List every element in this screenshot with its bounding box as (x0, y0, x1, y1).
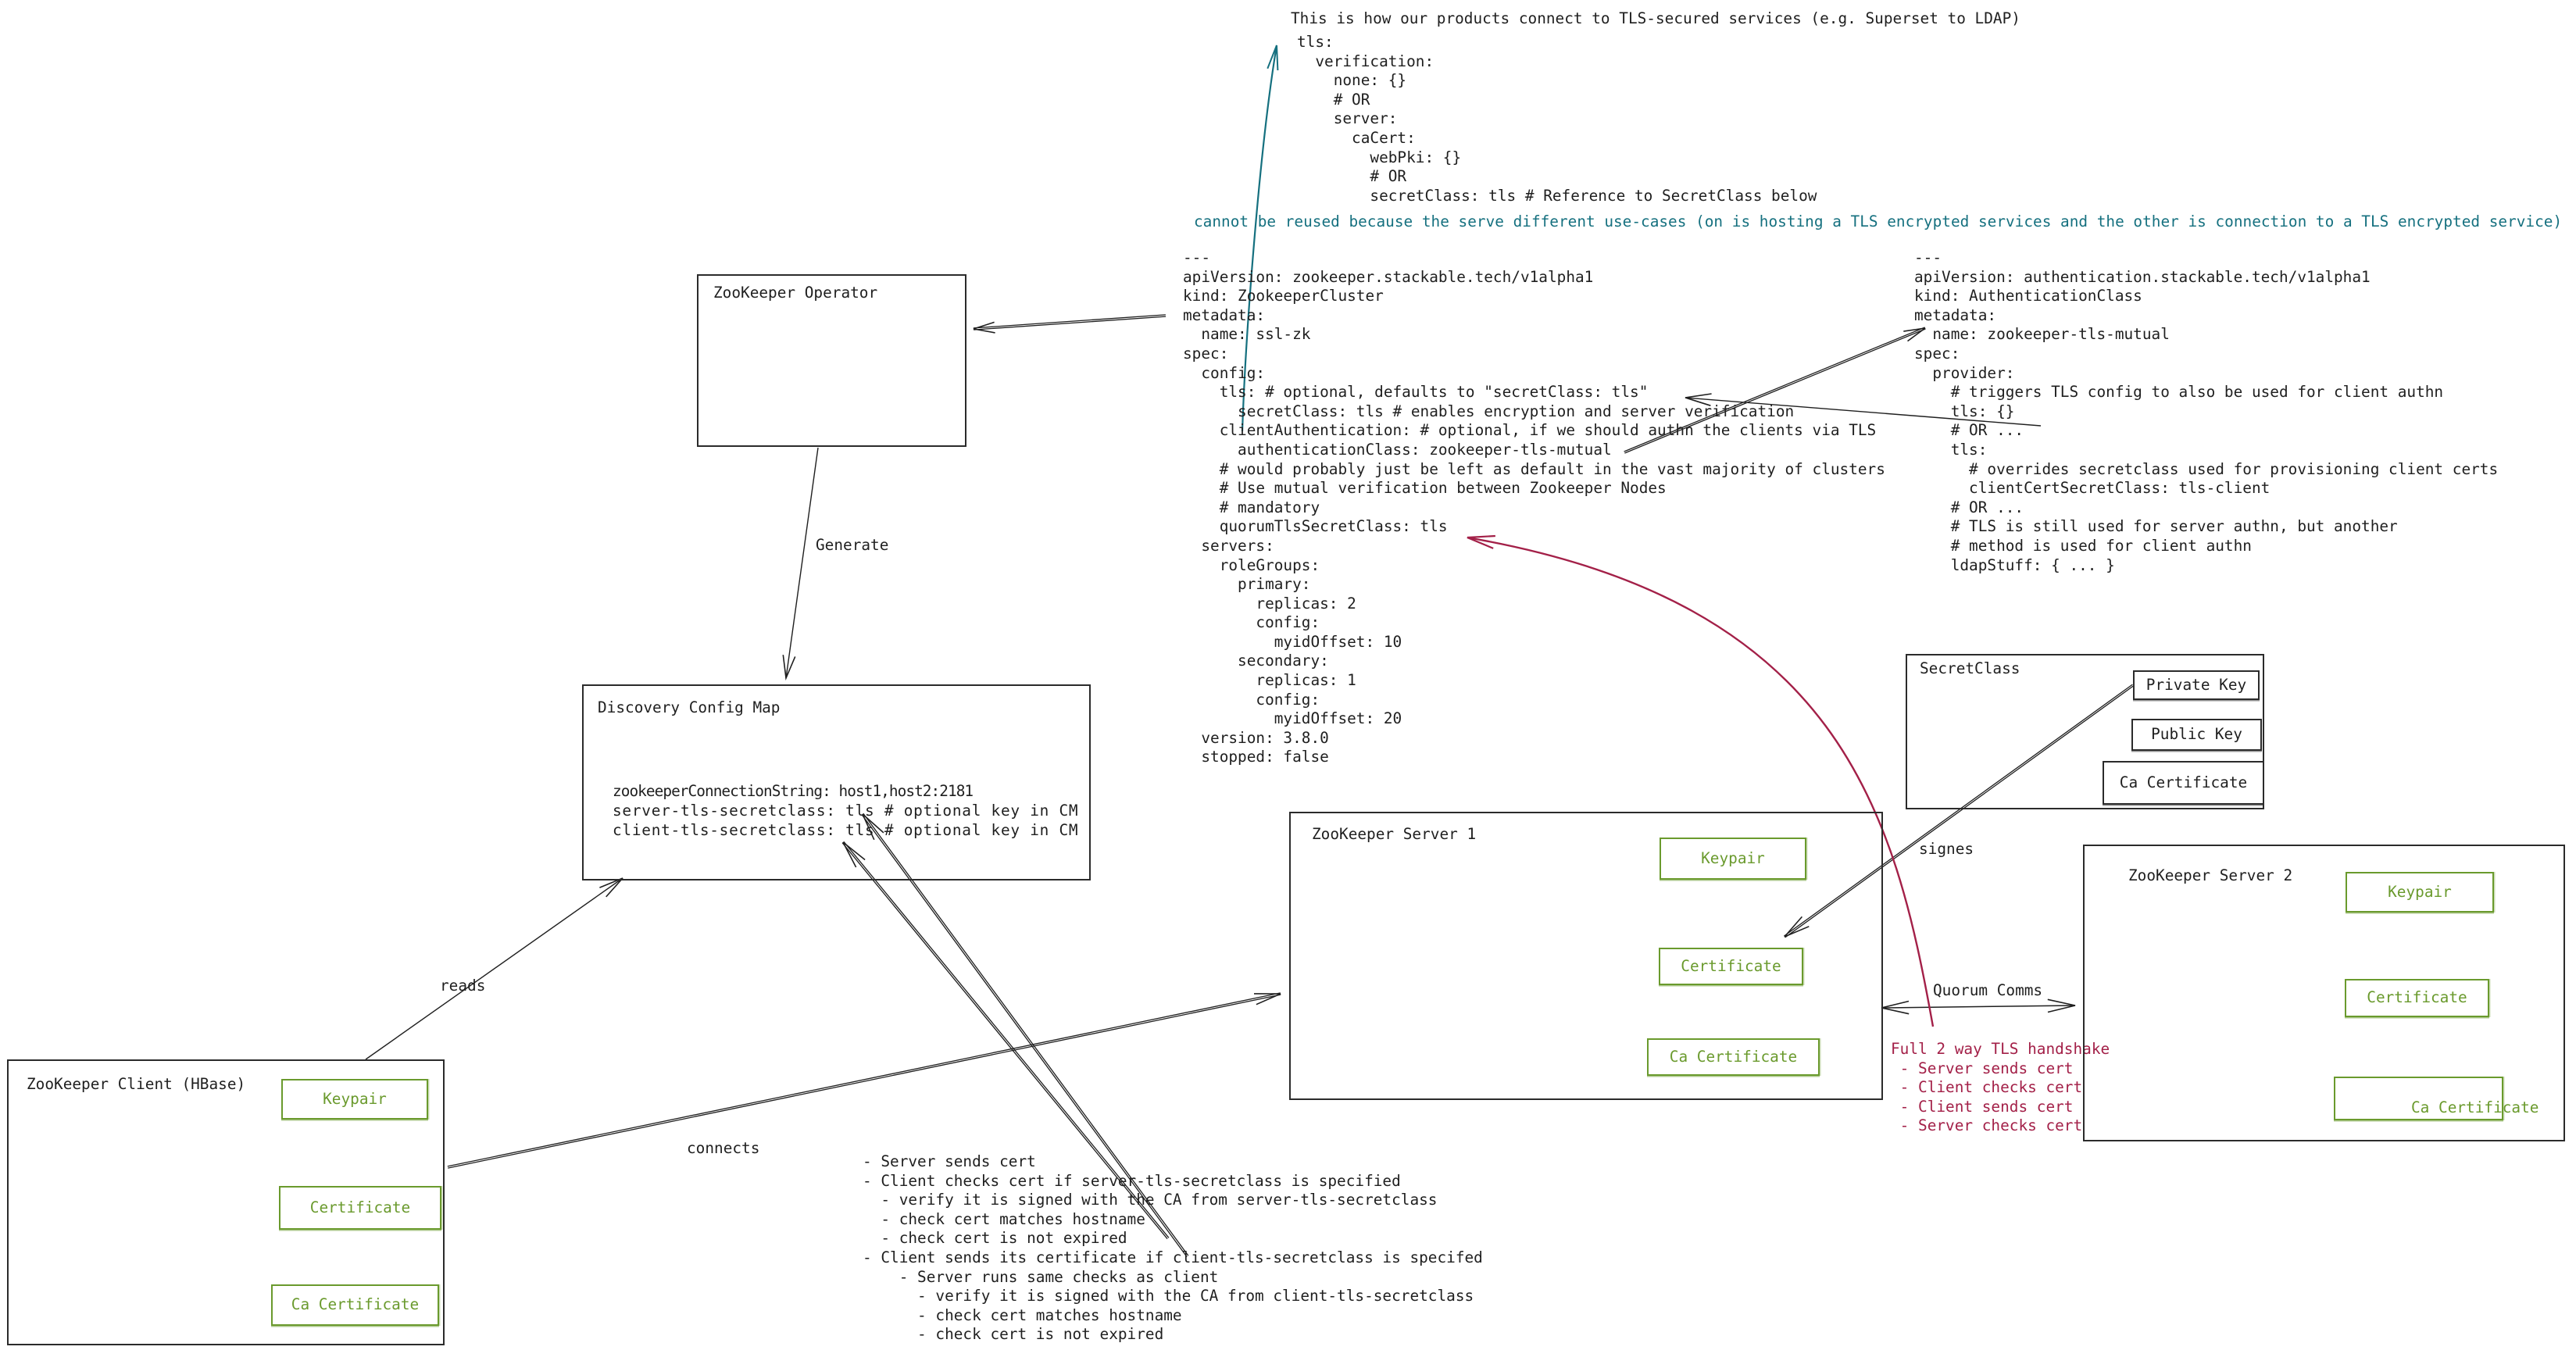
zk2-keypair-badge: Keypair (2346, 872, 2494, 913)
arrow-client-tls-secretclass (841, 841, 1170, 1240)
client-ca-certificate-badge: Ca Certificate (271, 1284, 439, 1326)
discovery-line-client-tls: client-tls-secretclass: tls # optional k… (613, 821, 1079, 839)
discovery-line-connection-string: zookeeperConnectionString: host1,host2:2… (613, 782, 974, 800)
client-certificate-badge: Certificate (279, 1186, 441, 1230)
arrow-server-tls-secretclass (861, 813, 1189, 1258)
zookeeper-server1-box: ZooKeeper Server 1 Keypair Certificate C… (1289, 812, 1883, 1100)
public-key-badge: Public Key (2131, 719, 2262, 751)
zookeeper-client-box: ZooKeeper Client (HBase) Keypair Certifi… (7, 1059, 445, 1345)
zookeeper-server2-title: ZooKeeper Server 2 (2128, 866, 2293, 884)
reuse-note: cannot be reused because the serve diffe… (1194, 213, 2563, 230)
zk1-ca-certificate-badge: Ca Certificate (1647, 1038, 1820, 1076)
arrow-quorum-comms (1881, 998, 2076, 1015)
quorum-comms-label: Quorum Comms (1933, 981, 2043, 999)
zk1-certificate-badge: Certificate (1659, 948, 1803, 985)
generate-label: Generate (816, 536, 889, 554)
zookeeper-server2-box: ZooKeeper Server 2 Keypair Certificate (2083, 845, 2565, 1141)
zookeeper-client-title: ZooKeeper Client (HBase) (27, 1075, 246, 1093)
reads-label: reads (440, 977, 486, 995)
private-key-badge: Private Key (2133, 670, 2260, 700)
authentication-class-yaml: --- apiVersion: authentication.stackable… (1914, 248, 2499, 574)
arrow-cluster-to-operator (973, 314, 1167, 334)
connects-label: connects (687, 1139, 760, 1157)
arrow-quorum-tls-secretclass (1467, 534, 1935, 1027)
zookeeper-operator-box: ZooKeeper Operator (697, 274, 966, 447)
arrow-tls-reuse-note (1241, 45, 1279, 432)
arrow-reads (365, 877, 623, 1060)
arrow-authclass-ref (1624, 327, 1926, 454)
zookeeper-operator-title: ZooKeeper Operator (713, 284, 878, 302)
zk2-ca-certificate-box (2334, 1077, 2503, 1120)
secret-class-title: SecretClass (1920, 659, 2020, 677)
arrow-tls-provider-ref (1685, 393, 2042, 427)
signes-label: signes (1919, 840, 1974, 858)
arrow-signes (1784, 684, 2134, 938)
zk1-keypair-badge: Keypair (1660, 838, 1806, 880)
ca-certificate-badge: Ca Certificate (2103, 761, 2264, 805)
secret-class-box: SecretClass Private Key Public Key Ca Ce… (1906, 654, 2264, 809)
arrow-connects (447, 992, 1281, 1169)
discovery-line-server-tls: server-tls-secretclass: tls # optional k… (613, 802, 1079, 820)
discovery-config-map-box: Discovery Config Map zookeeperConnection… (582, 684, 1091, 880)
connection-checks: - Server sends cert - Client checks cert… (863, 1152, 1483, 1344)
client-keypair-badge: Keypair (281, 1079, 428, 1120)
zookeeper-server1-title: ZooKeeper Server 1 (1312, 825, 1477, 843)
arrow-generate (782, 447, 819, 681)
handshake-note: Full 2 way TLS handshake - Server sends … (1891, 1040, 2110, 1135)
discovery-config-map-title: Discovery Config Map (598, 698, 781, 716)
zk2-ca-certificate-label: Ca Certificate (2411, 1098, 2539, 1116)
top-tls-snippet: tls: verification: none: {} # OR server:… (1297, 33, 1817, 205)
zookeeper-cluster-yaml: --- apiVersion: zookeeper.stackable.tech… (1183, 248, 1885, 766)
zk2-certificate-badge: Certificate (2345, 979, 2489, 1017)
top-title: This is how our products connect to TLS-… (1291, 9, 2020, 27)
